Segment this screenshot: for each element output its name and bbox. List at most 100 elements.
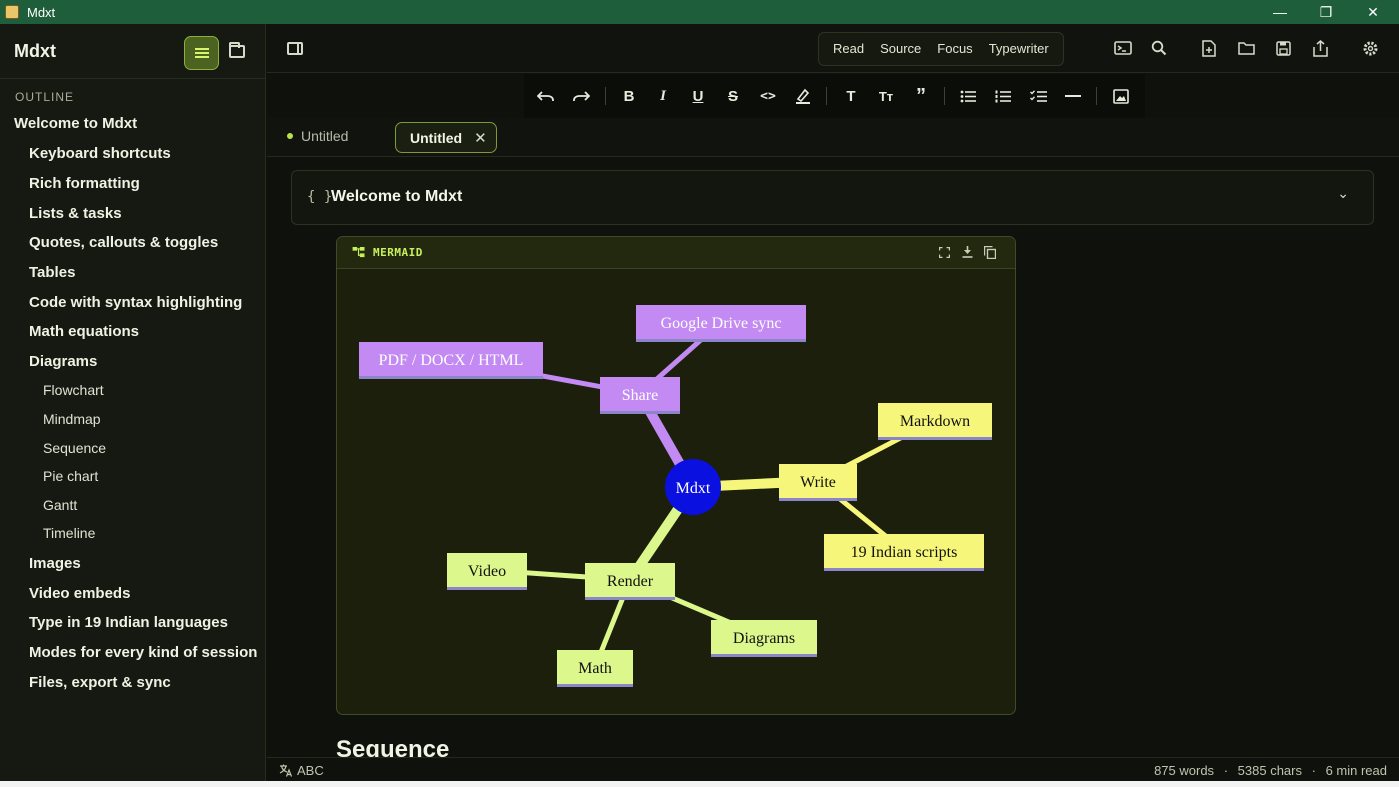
toggle-sidebar-button[interactable] (287, 42, 303, 55)
node-box (447, 553, 527, 587)
node-label: Write (800, 474, 836, 491)
outline-item[interactable]: Flowchart (43, 382, 104, 398)
mode-typewriter-button[interactable]: Typewriter (988, 41, 1049, 56)
sidebar-header: Mdxt (0, 24, 265, 79)
spellcheck-toggle[interactable]: ABC (279, 763, 324, 778)
save-icon[interactable] (1273, 38, 1293, 58)
outline-item[interactable]: Timeline (43, 525, 96, 541)
section-heading: Welcome to Mdxt (331, 188, 463, 205)
spellcheck-label: ABC (297, 763, 324, 778)
mindmap-leaf-node: Math (557, 650, 633, 687)
close-tab-icon[interactable]: ✕ (474, 129, 487, 147)
text-size-icon[interactable]: Tт (878, 88, 894, 104)
italic-icon[interactable]: I (660, 87, 666, 104)
char-count: 5385 chars (1237, 763, 1302, 778)
section-heading-block[interactable]: { } Welcome to Mdxt ⌄ (291, 170, 1374, 225)
outline-item[interactable]: Pie chart (43, 468, 99, 484)
outline-item[interactable]: Math equations (29, 323, 140, 340)
mode-focus-button[interactable]: Focus (937, 41, 973, 56)
toolbar-divider (1096, 87, 1097, 105)
task-list-icon[interactable] (1026, 85, 1050, 107)
outline-item[interactable]: Rich formatting (29, 175, 140, 192)
outline-item[interactable]: Modes for every kind of session (29, 644, 258, 661)
share-icon[interactable] (1310, 38, 1330, 58)
horizontal-rule-icon[interactable] (1061, 85, 1085, 107)
outline-item[interactable]: Keyboard shortcuts (29, 145, 171, 162)
node-label: Share (622, 387, 658, 404)
mode-read-button[interactable]: Read (833, 41, 865, 56)
outline-item[interactable]: Quotes, callouts & toggles (29, 234, 219, 251)
strikethrough-icon[interactable]: S (727, 87, 738, 105)
app-logo-icon (5, 5, 19, 19)
window-bottom-edge (0, 781, 1399, 787)
highlight-icon[interactable] (791, 85, 815, 107)
numbered-list-icon[interactable] (991, 85, 1015, 107)
new-file-icon[interactable] (1199, 38, 1219, 58)
outline-item[interactable]: Welcome to Mdxt (14, 115, 138, 132)
maximize-button[interactable]: ❐ (1319, 3, 1333, 20)
chevron-down-icon[interactable]: ⌄ (1337, 185, 1349, 201)
tab-untitled-2[interactable]: Untitled ✕ (395, 122, 497, 153)
quote-icon[interactable]: ” (916, 84, 926, 107)
terminal-icon[interactable] (1113, 38, 1133, 58)
outline-item[interactable]: Files, export & sync (29, 674, 171, 691)
main-area: Read Source Focus Typewriter (267, 24, 1399, 781)
open-folder-icon[interactable] (1236, 38, 1256, 58)
outline-item[interactable]: Gantt (43, 497, 78, 513)
formatting-toolbar: B I U S <> T Tт ” (524, 74, 1145, 118)
tab-untitled-1[interactable]: Untitled (287, 128, 348, 144)
root-label: Mdxt (676, 480, 711, 497)
outline-item[interactable]: Mindmap (43, 411, 101, 427)
mindmap-leaf-node: 19 Indian scripts (824, 534, 984, 571)
mode-source-button[interactable]: Source (880, 41, 922, 56)
top-toolbar: Read Source Focus Typewriter (267, 24, 1399, 73)
unsaved-dot-icon (287, 133, 293, 139)
minimize-button[interactable]: — (1273, 4, 1287, 20)
search-icon[interactable] (1149, 38, 1169, 58)
node-label: Diagrams (733, 630, 795, 647)
outline-item[interactable]: Diagrams (29, 353, 98, 370)
copy-icon[interactable] (983, 245, 997, 259)
node-label: Video (468, 563, 506, 580)
outline-item[interactable]: Video embeds (29, 585, 131, 602)
redo-icon[interactable] (569, 85, 593, 107)
undo-icon[interactable] (534, 85, 558, 107)
mode-switcher: Read Source Focus Typewriter (818, 32, 1354, 66)
outline-item[interactable]: Tables (29, 264, 76, 281)
download-icon[interactable] (960, 245, 974, 259)
files-view-button[interactable] (229, 42, 245, 58)
code-icon[interactable]: <> (760, 88, 776, 104)
mermaid-header: MERMAID (337, 237, 1015, 269)
bullet-list-icon[interactable] (956, 85, 980, 107)
settings-icon[interactable] (1360, 38, 1380, 58)
window-titlebar: Mdxt — ❐ ✕ (0, 0, 1399, 24)
outline-item[interactable]: Sequence (43, 440, 107, 456)
mindmap-leaf-node: Diagrams (711, 620, 817, 657)
image-icon[interactable] (1109, 85, 1133, 107)
tab-label: Untitled (301, 128, 349, 144)
list-icon (194, 48, 209, 58)
heading-icon[interactable]: T (846, 87, 856, 105)
node-label: Render (607, 573, 654, 590)
outline-item[interactable]: Images (29, 555, 81, 572)
app-brand: Mdxt (14, 40, 56, 61)
node-label: 19 Indian scripts (851, 544, 958, 561)
fullscreen-icon[interactable] (937, 245, 951, 259)
node-label: Markdown (900, 413, 970, 430)
bold-icon[interactable]: B (623, 87, 635, 105)
node-box (557, 650, 633, 684)
close-window-button[interactable]: ✕ (1367, 3, 1379, 20)
underline-icon[interactable]: U (692, 87, 704, 105)
node-box (636, 305, 806, 339)
mindmap-branch-node: Share (600, 377, 680, 414)
toolbar-divider (605, 87, 606, 105)
outline-item[interactable]: Code with syntax highlighting (29, 294, 243, 311)
outline-view-button[interactable] (184, 36, 219, 70)
outline-item[interactable]: Lists & tasks (29, 205, 122, 222)
doc-stats: 875 words · 5385 chars · 6 min read (1154, 763, 1387, 778)
mermaid-label: MERMAID (373, 246, 423, 259)
outline-item[interactable]: Type in 19 Indian languages (29, 614, 228, 631)
